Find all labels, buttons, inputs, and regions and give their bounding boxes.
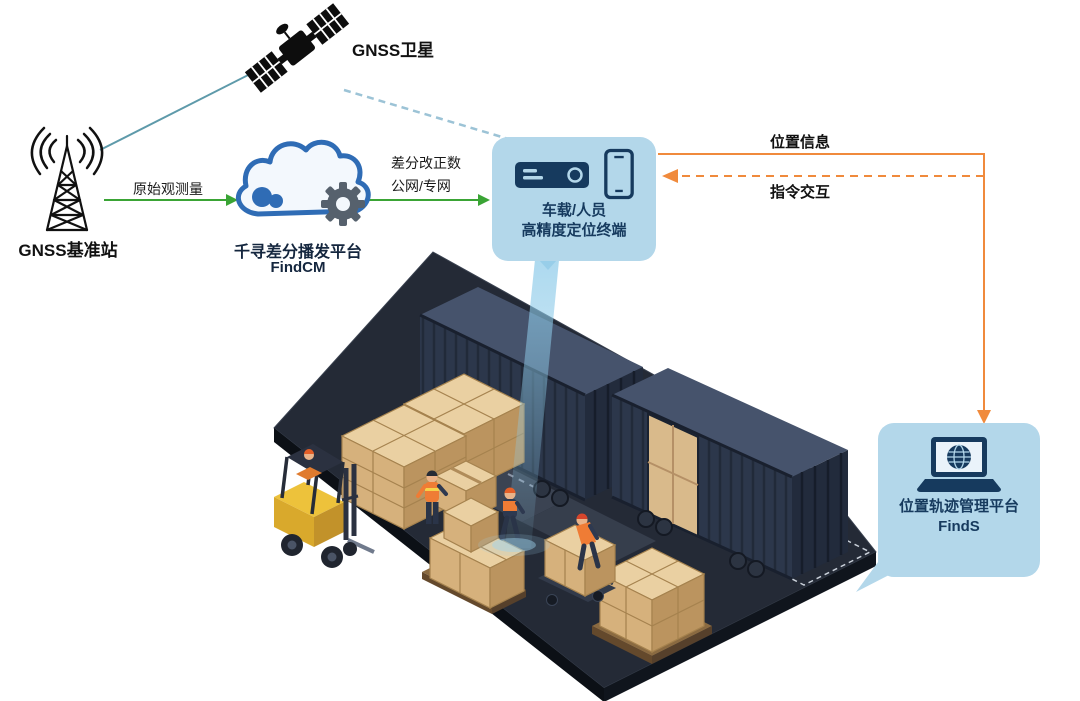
arrow-corrections: [368, 194, 490, 206]
command-interaction-label: 指令交互: [769, 184, 830, 201]
cloud-platform-name: FindCM: [270, 259, 326, 276]
line-satellite-to-station: [99, 65, 267, 151]
line-satellite-to-terminal: [343, 88, 513, 142]
container-top-face: [612, 368, 848, 477]
laptop-globe-icon: [917, 437, 1001, 492]
corrections-label-line2: 公网/专网: [391, 178, 451, 194]
terminal-icons: [513, 147, 635, 201]
base-station-icon: [30, 126, 104, 232]
signal-waves-icon: [30, 126, 104, 176]
corrections-label-line1: 差分改正数: [391, 155, 461, 171]
position-info-label: 位置信息: [769, 134, 830, 151]
vehicle-device-icon: [515, 162, 589, 188]
gear-icon: [321, 182, 365, 226]
terminal-label-line1: 车载/人员: [541, 202, 607, 219]
raw-observation-label: 原始观测量: [133, 181, 203, 197]
container-door-face: [792, 450, 848, 579]
base-station-label: GNSS基准站: [18, 241, 118, 260]
arrow-command-interaction: [662, 169, 984, 183]
forklift: [274, 443, 375, 568]
management-platform-bubble: 位置轨迹管理平台 FindS: [878, 423, 1040, 577]
beam-glow: [492, 538, 536, 552]
terminal-label-line2: 高精度定位终端: [521, 221, 627, 239]
positioning-beam: [505, 250, 560, 548]
pallet-stack: [340, 404, 468, 530]
satellite-icon: [244, 3, 350, 93]
management-platform-label-line2: FindS: [938, 517, 980, 535]
pallet-stack: [592, 547, 712, 664]
cloud-platform-label: 千寻差分播发平台: [233, 244, 362, 261]
terminal-bubble: 车载/人员 高精度定位终端: [492, 137, 656, 261]
pallet-stack: [422, 497, 526, 614]
container-2: [611, 368, 848, 581]
worker: [416, 470, 448, 524]
worker: [499, 487, 525, 541]
management-platform-label-line1: 位置轨迹管理平台: [898, 498, 1019, 515]
warehouse-illustration: [273, 250, 918, 701]
pallet-jack: [538, 524, 617, 606]
worker: [576, 513, 601, 571]
smartphone-icon: [604, 148, 634, 200]
arrow-raw-observation: [104, 194, 238, 206]
platform-side-right: [604, 552, 876, 701]
cloud-icon: [235, 139, 371, 226]
globe-icon: [947, 444, 971, 470]
open-door-with-boxes: [647, 412, 699, 538]
arrow-position-info: [658, 153, 991, 424]
trailer-wheels: [637, 510, 765, 578]
satellite-label: GNSS卫星: [352, 41, 435, 60]
